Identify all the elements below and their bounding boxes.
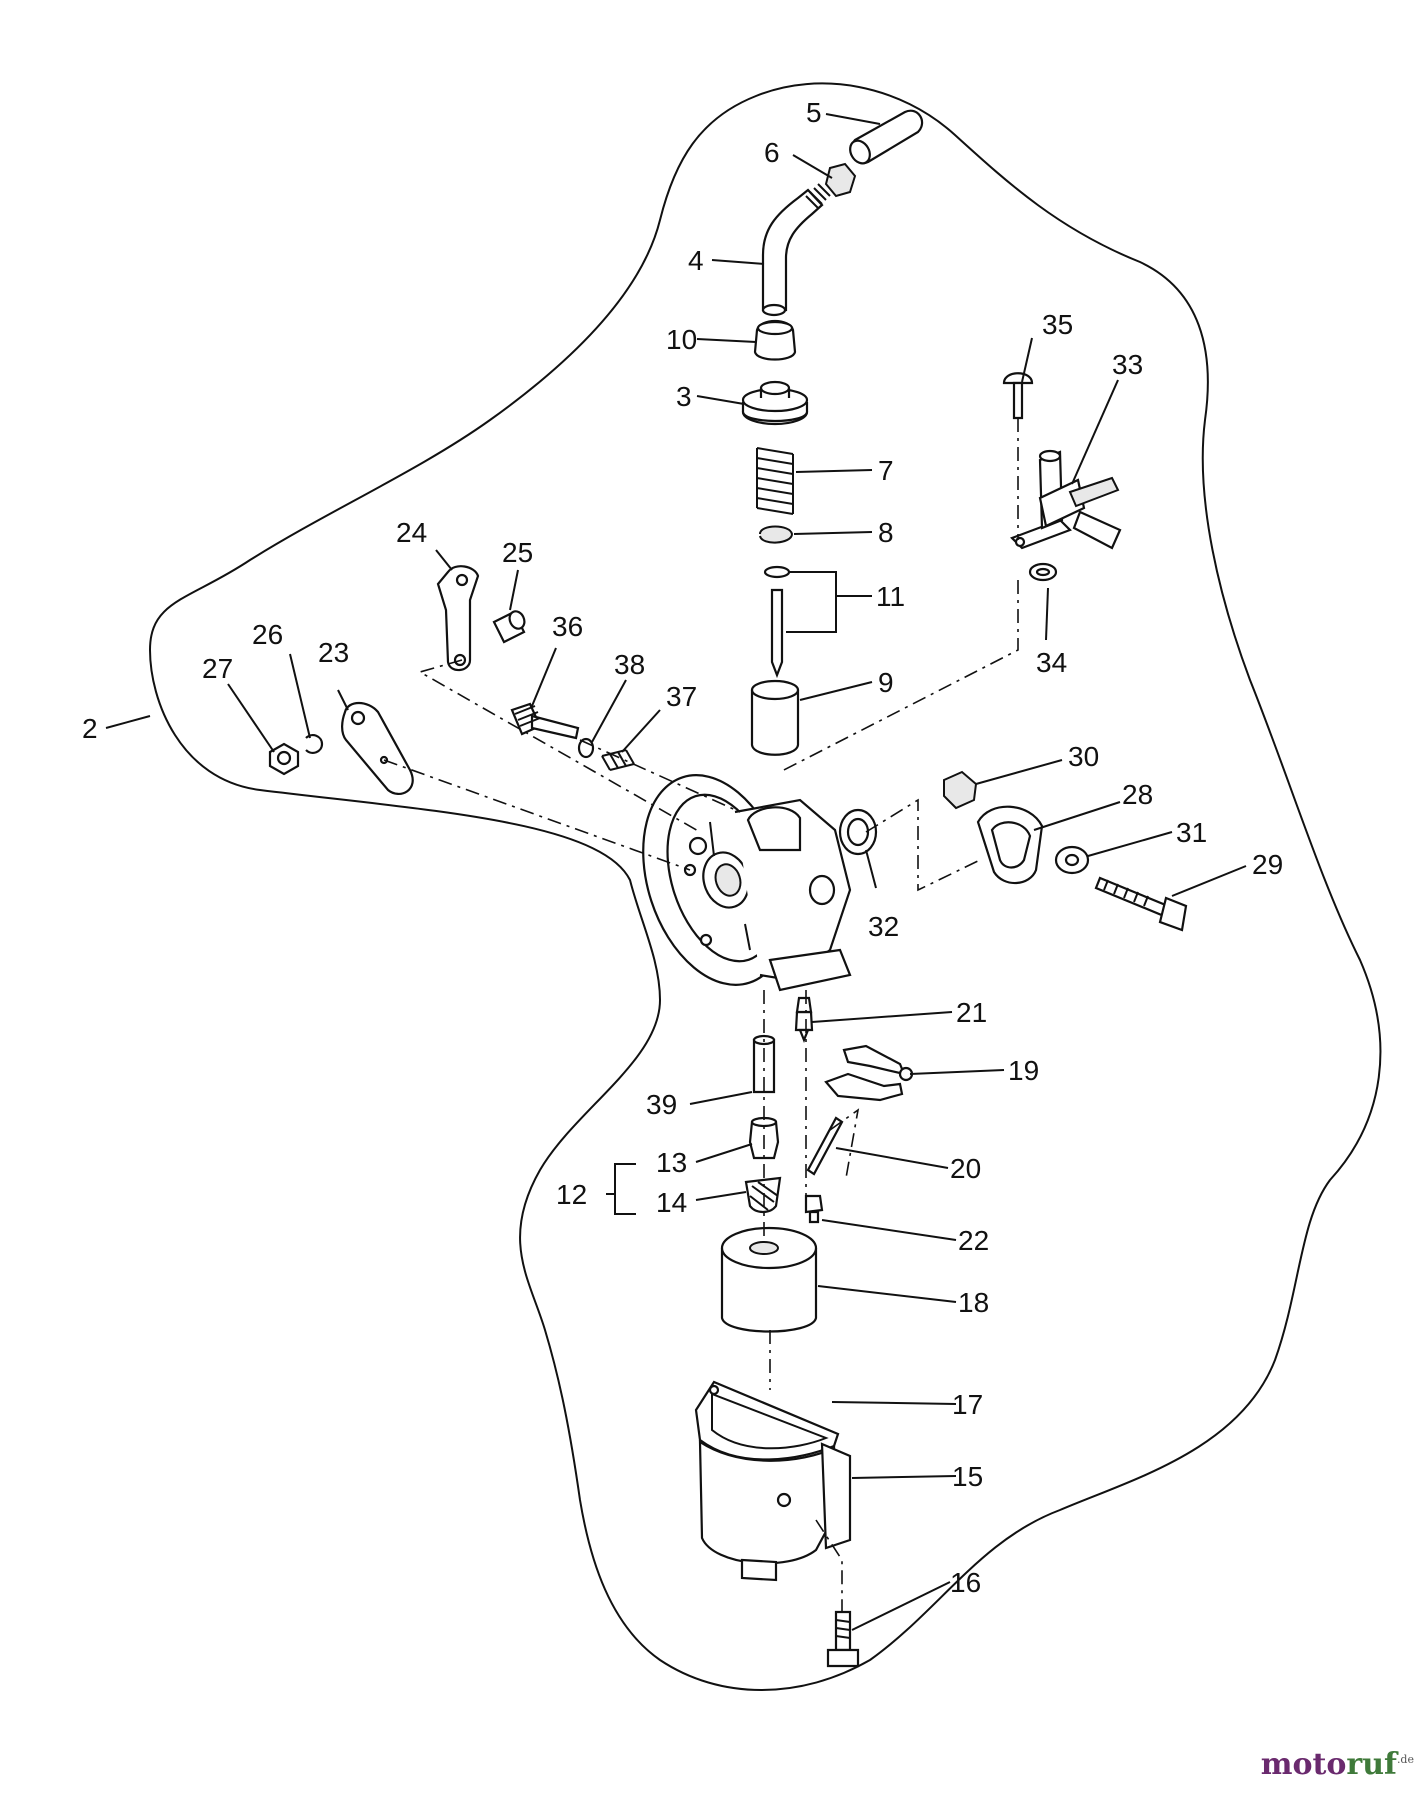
part-24-lever	[436, 565, 480, 672]
part-28-clamp	[976, 805, 1044, 885]
callout-17: 17	[952, 1389, 983, 1420]
part-16-bolt	[826, 1610, 860, 1668]
callout-37: 37	[666, 681, 697, 712]
part-22-screw	[804, 1194, 824, 1224]
part-4-tube	[761, 183, 831, 317]
part-32-gasket	[838, 808, 878, 856]
callout-7: 7	[878, 455, 894, 486]
callout-36: 36	[552, 611, 583, 642]
part-39-jet	[752, 1034, 776, 1094]
part-7-spring	[756, 447, 794, 515]
callout-3: 3	[676, 381, 692, 412]
part-17-gasket	[694, 1380, 840, 1461]
part-31-washer	[1054, 845, 1090, 875]
callout-30: 30	[1068, 741, 1099, 772]
part-37-spring	[601, 749, 635, 771]
callout-34: 34	[1036, 647, 1067, 678]
assembly-outline	[148, 82, 1382, 1691]
callout-28: 28	[1122, 779, 1153, 810]
callout-32: 32	[868, 911, 899, 942]
part-26-clip	[305, 734, 324, 754]
callout-15: 15	[952, 1461, 983, 1492]
callout-31: 31	[1176, 817, 1207, 848]
part-35-screw	[1002, 372, 1034, 420]
part-3-top-cap	[741, 380, 809, 426]
callout-12: 12	[556, 1179, 587, 1210]
callout-labels: 2 3 4 5 6 7 8 9 10 11 12 13 14 15 16 17 …	[82, 97, 1283, 1598]
callout-23: 23	[318, 637, 349, 668]
callout-2: 2	[82, 713, 98, 744]
part-36-adjust-screw	[510, 702, 580, 740]
part-25-cap	[492, 610, 526, 644]
callout-21: 21	[956, 997, 987, 1028]
leader-lines	[105, 113, 1247, 1631]
watermark-logo: motoruf.de	[1260, 1747, 1414, 1782]
part-8-clip	[759, 525, 794, 544]
part-30-block	[943, 770, 978, 810]
callout-19: 19	[1008, 1055, 1039, 1086]
part-29-bolt	[1094, 876, 1188, 932]
part-20-pin	[806, 1116, 844, 1176]
callout-25: 25	[502, 537, 533, 568]
callout-27: 27	[202, 653, 233, 684]
part-27-nut	[268, 742, 300, 776]
callout-39: 39	[646, 1089, 677, 1120]
callout-5: 5	[806, 97, 822, 128]
callout-22: 22	[958, 1225, 989, 1256]
part-5-sleeve	[849, 109, 924, 165]
part-10-cap	[753, 319, 797, 361]
callout-35: 35	[1042, 309, 1073, 340]
part-33-fuel-cock	[1010, 449, 1122, 550]
callout-38: 38	[614, 649, 645, 680]
callout-14: 14	[656, 1187, 687, 1218]
callout-11: 11	[876, 581, 905, 612]
part-23-throttle-lever	[341, 701, 414, 795]
callout-26: 26	[252, 619, 283, 650]
part-38-o-ring	[577, 737, 595, 759]
part-9-throttle-valve	[750, 679, 800, 756]
part-14-filter	[744, 1176, 782, 1214]
part-21-float-needle	[794, 996, 814, 1043]
part-15-float-bowl	[698, 1439, 852, 1582]
callout-29: 29	[1252, 849, 1283, 880]
callout-20: 20	[950, 1153, 981, 1184]
callout-24: 24	[396, 517, 427, 548]
callout-10: 10	[666, 324, 697, 355]
part-19-float-arm	[824, 1044, 914, 1102]
part-34-washer	[1028, 562, 1058, 582]
callout-4: 4	[688, 245, 704, 276]
part-6-nut	[824, 162, 857, 198]
callout-18: 18	[958, 1287, 989, 1318]
part-11-needle	[763, 565, 791, 679]
callout-16: 16	[950, 1567, 981, 1598]
callout-8: 8	[878, 517, 894, 548]
callout-33: 33	[1112, 349, 1143, 380]
callout-6: 6	[764, 137, 780, 168]
assembly-axes	[383, 418, 1019, 1612]
callout-13: 13	[656, 1147, 687, 1178]
callout-9: 9	[878, 667, 894, 698]
part-18-float	[720, 1226, 818, 1333]
carburetor-body	[642, 774, 852, 992]
